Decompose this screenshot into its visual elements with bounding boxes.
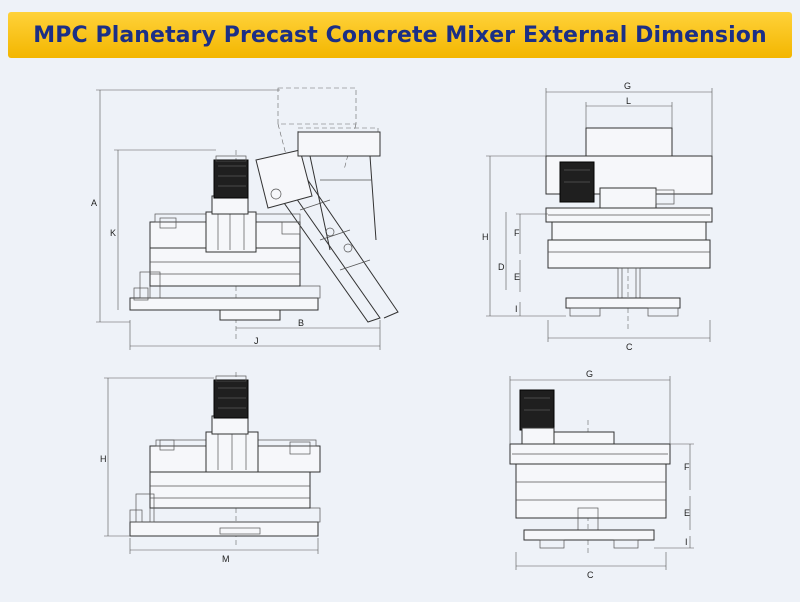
dim-label-I-bottom: I xyxy=(685,537,688,547)
dim-label-F-top: F xyxy=(514,228,520,238)
dim-label-D: D xyxy=(498,262,505,272)
dim-label-E-top: E xyxy=(514,272,520,282)
front-view-bottom xyxy=(509,376,694,570)
dim-label-C-bottom: C xyxy=(587,570,594,580)
title-banner: MPC Planetary Precast Concrete Mixer Ext… xyxy=(8,12,792,58)
dim-label-M: M xyxy=(222,554,230,564)
dim-label-B: B xyxy=(298,318,304,328)
dim-label-G-top: G xyxy=(624,81,631,91)
dim-label-H-top: H xyxy=(482,232,489,242)
dim-label-G-bottom: G xyxy=(586,369,593,379)
dim-label-C-top: C xyxy=(626,342,633,352)
dim-label-H-bottom: H xyxy=(100,454,107,464)
side-view-with-hopper xyxy=(96,87,399,350)
dim-label-F-bottom: F xyxy=(684,462,690,472)
dim-label-I-top: I xyxy=(515,304,518,314)
dim-label-J: J xyxy=(254,336,259,346)
dim-label-L: L xyxy=(626,96,631,106)
side-view-bottom xyxy=(104,372,321,554)
page-title: MPC Planetary Precast Concrete Mixer Ext… xyxy=(33,22,767,48)
front-view-top xyxy=(486,88,713,342)
dim-label-E-bottom: E xyxy=(684,508,690,518)
dim-label-K: K xyxy=(110,228,116,238)
dim-label-A: A xyxy=(91,198,97,208)
